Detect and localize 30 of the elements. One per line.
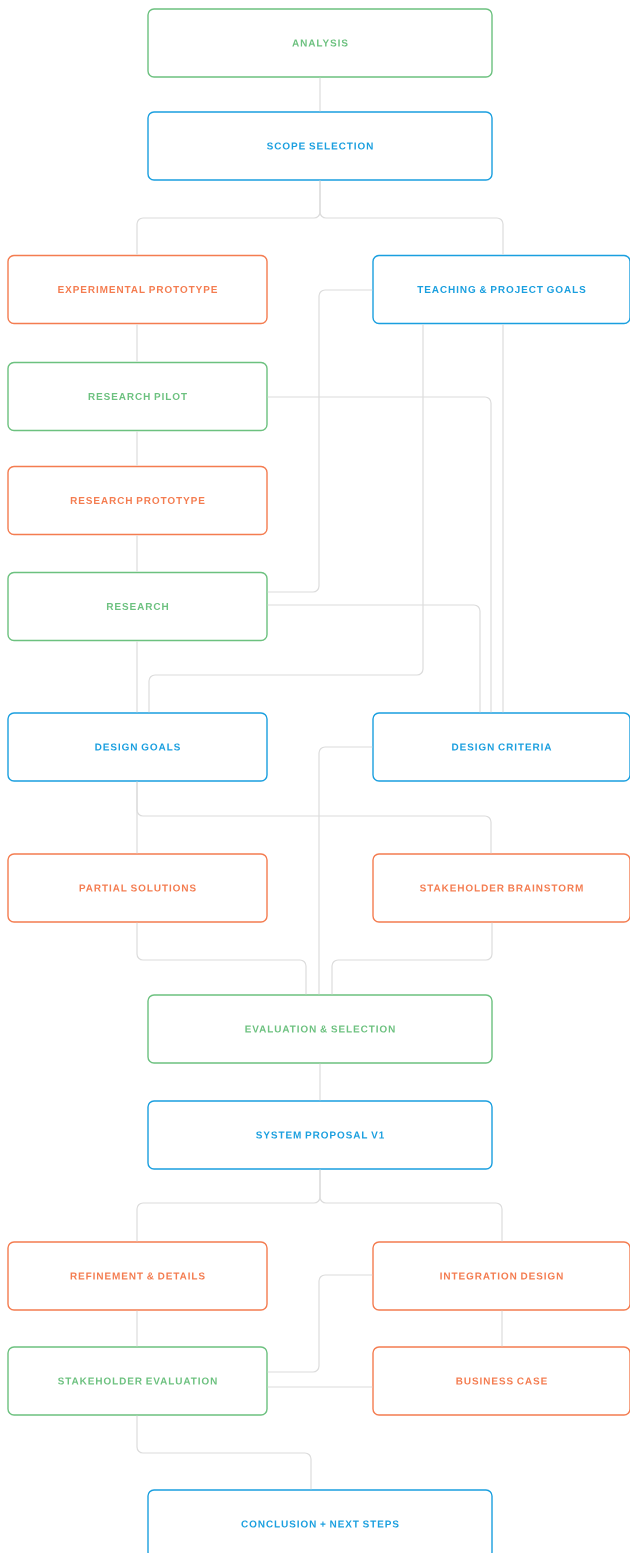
connector-line (319, 1169, 503, 1242)
process-box: INTEGRATION DESIGN (372, 1241, 630, 1311)
process-box: DESIGN CRITERIA (372, 712, 630, 782)
connector-line (267, 396, 492, 713)
process-box: RESEARCH PILOT (7, 361, 268, 432)
connector-line (331, 922, 493, 995)
process-box: STAKEHOLDER EVALUATION (7, 1346, 268, 1416)
connector-line (136, 781, 492, 854)
process-box: TEACHING & PROJECT GOALS (372, 254, 630, 325)
process-box: RESEARCH PROTOTYPE (7, 465, 268, 536)
process-box: REFINEMENT & DETAILS (7, 1241, 268, 1311)
process-box: STAKEHOLDER BRAINSTORM (372, 853, 630, 923)
process-box: ANALYSIS (147, 8, 493, 78)
process-box: EVALUATION & SELECTION (147, 994, 493, 1064)
process-box: CONCLUSION + NEXT STEPS (147, 1489, 493, 1553)
process-box: SCOPE SELECTION (147, 111, 493, 181)
process-box: DESIGN GOALS (7, 712, 268, 782)
connector-line (267, 289, 373, 593)
connector-line (267, 604, 481, 713)
process-box: SYSTEM PROPOSAL V1 (147, 1100, 493, 1170)
connector-line (136, 922, 307, 995)
process-box: PARTIAL SOLUTIONS (7, 853, 268, 923)
process-box: BUSINESS CASE (372, 1346, 630, 1416)
process-box: EXPERIMENTAL PROTOTYPE (7, 254, 268, 325)
connector-line (319, 180, 504, 256)
process-box: RESEARCH (7, 571, 268, 642)
connector-line (148, 323, 424, 713)
connector-line (267, 1274, 373, 1373)
connector-line (136, 1415, 312, 1490)
connector-line (318, 746, 373, 995)
